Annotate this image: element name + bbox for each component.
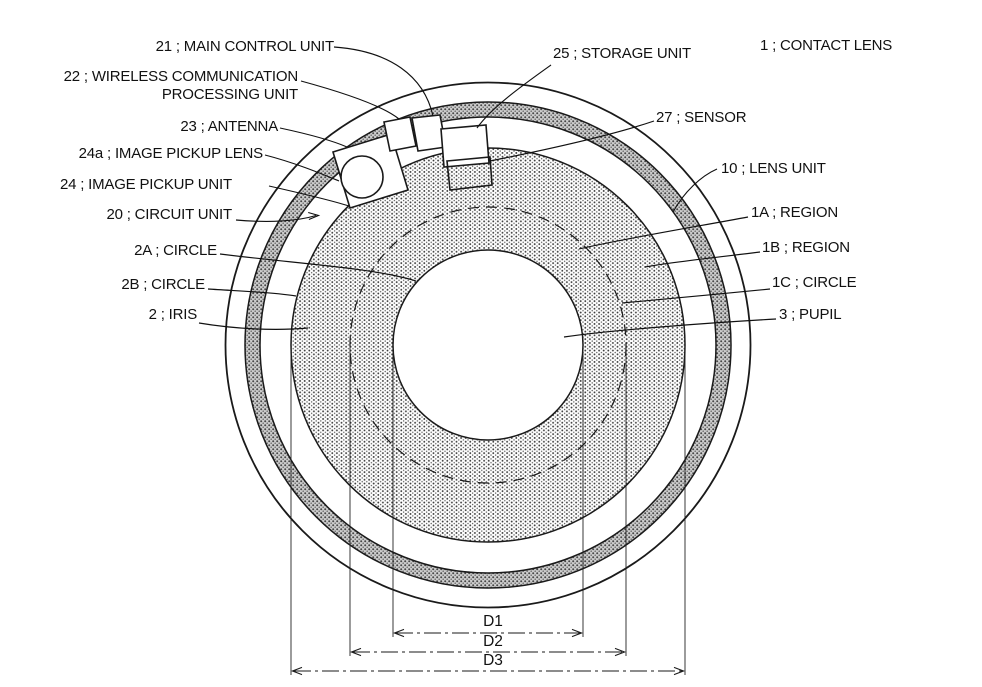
antenna-ring-outer-edge bbox=[244, 101, 732, 589]
label-antenna: 23 ; ANTENNA bbox=[180, 118, 278, 135]
label-main-control-unit: 21 ; MAIN CONTROL UNIT bbox=[155, 38, 335, 55]
dimension-label-d3: D3 bbox=[483, 652, 503, 669]
d2-arrow-right bbox=[614, 647, 627, 657]
contact-lens-outer-circle bbox=[224, 81, 752, 609]
label-lens-unit: 10 ; LENS UNIT bbox=[721, 160, 826, 177]
d1-arrow-left bbox=[392, 628, 405, 638]
leader-24 bbox=[268, 185, 350, 207]
extension-lines bbox=[290, 346, 686, 675]
dimension-label-d1: D1 bbox=[483, 613, 503, 630]
label-storage-unit: 25 ; STORAGE UNIT bbox=[553, 45, 692, 62]
leader-10 bbox=[672, 168, 718, 213]
leader-1b bbox=[644, 251, 761, 268]
d2-arrow-left bbox=[349, 647, 362, 657]
label-circle-2b: 2B ; CIRCLE bbox=[121, 276, 205, 293]
label-pupil: 3 ; PUPIL bbox=[779, 306, 842, 323]
dimension-lines bbox=[290, 628, 686, 676]
label-circuit-unit: 20 ; CIRCUIT UNIT bbox=[106, 206, 232, 223]
label-circle-2a: 2A ; CIRCLE bbox=[134, 242, 217, 259]
leader-23 bbox=[279, 127, 348, 148]
wireless-comm-unit-22-rect bbox=[383, 116, 417, 152]
d1-arrow-right bbox=[571, 628, 584, 638]
circle-1c-dashed bbox=[349, 206, 627, 484]
d3-arrow-right bbox=[673, 666, 686, 676]
leader-2a bbox=[219, 253, 417, 282]
iris-region-fill bbox=[291, 148, 685, 542]
label-wireless-line2: PROCESSING UNIT bbox=[161, 86, 298, 103]
leader-24a bbox=[264, 154, 340, 182]
label-region-1b: 1B ; REGION bbox=[762, 239, 850, 256]
label-contact-lens: 1 ; CONTACT LENS bbox=[760, 37, 893, 54]
label-wireless-line1: 22 ; WIRELESS COMMUNICATION bbox=[63, 68, 299, 85]
dimension-label-d2: D2 bbox=[483, 633, 503, 650]
label-iris: 2 ; IRIS bbox=[148, 306, 198, 323]
leader-27 bbox=[489, 120, 655, 162]
label-region-1a: 1A ; REGION bbox=[751, 204, 838, 221]
label-wireless-communication-processing-unit: 22 ; WIRELESS COMMUNICATION PROCESSING U… bbox=[63, 68, 299, 104]
circuit-unit-arrowhead bbox=[308, 211, 321, 221]
image-pickup-lens-24a-circle bbox=[340, 155, 384, 199]
circuit-unit-arrow bbox=[235, 214, 317, 222]
sensor-27-rect bbox=[446, 156, 493, 191]
leader-1a bbox=[578, 216, 749, 250]
storage-unit-25-rect bbox=[440, 124, 490, 168]
leader-lines bbox=[198, 46, 777, 338]
d3-arrow-left bbox=[290, 666, 303, 676]
leader-2 bbox=[198, 322, 309, 330]
label-image-pickup-lens: 24a ; IMAGE PICKUP LENS bbox=[78, 145, 264, 162]
antenna-ring-inner-edge bbox=[259, 116, 717, 574]
leader-2b bbox=[207, 288, 297, 297]
leader-21 bbox=[333, 46, 434, 117]
leader-1c bbox=[621, 288, 771, 304]
leader-22 bbox=[300, 80, 400, 120]
label-image-pickup-unit: 24 ; IMAGE PICKUP UNIT bbox=[59, 176, 232, 193]
label-circle-1c: 1C ; CIRCLE bbox=[772, 274, 857, 291]
leader-3 bbox=[563, 318, 777, 338]
leader-25 bbox=[476, 64, 552, 129]
label-sensor: 27 ; SENSOR bbox=[656, 109, 747, 126]
pupil-circle-2a bbox=[392, 249, 584, 441]
